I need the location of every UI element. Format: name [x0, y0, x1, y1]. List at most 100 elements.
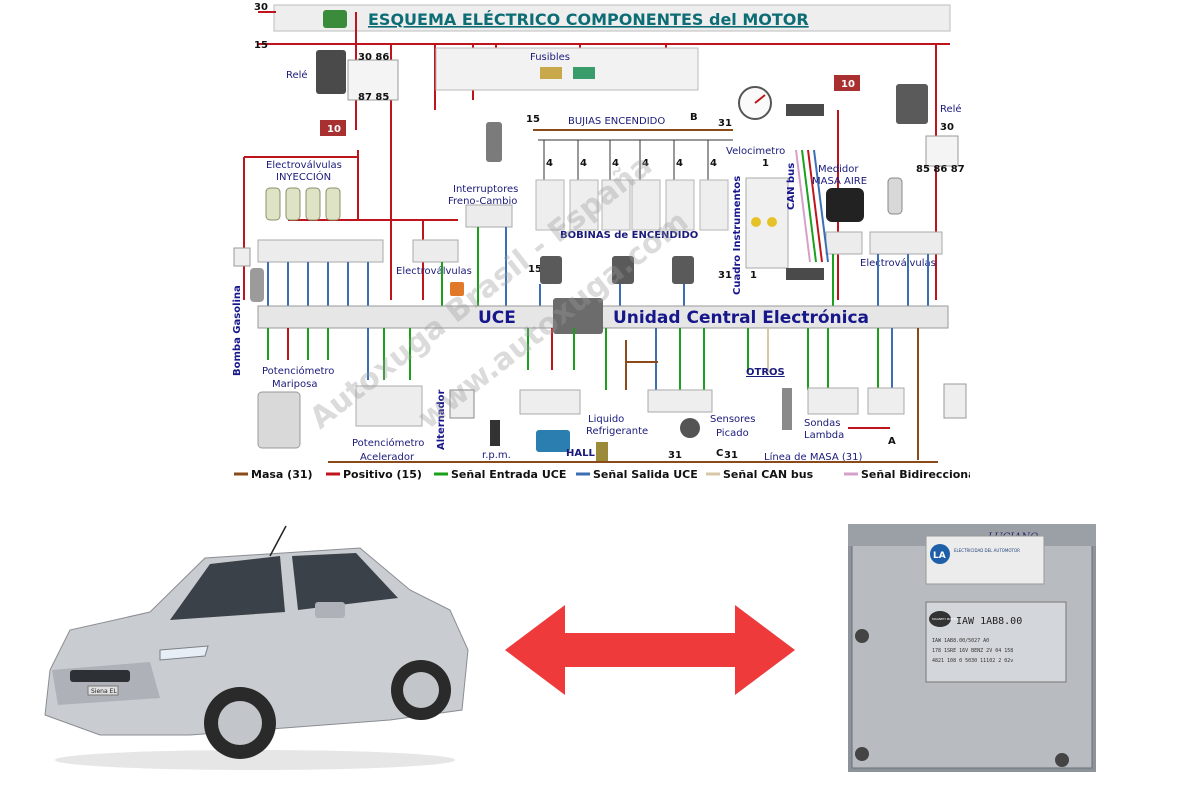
double-arrow-icon — [505, 605, 795, 695]
shop-logo-text: LA — [933, 551, 946, 561]
knock-label-1: Sensores — [710, 414, 755, 425]
canbus-connector-icon — [786, 268, 824, 280]
canister-valve-icon — [887, 177, 903, 215]
ecu-brand: MAGNETI MARELLI — [932, 617, 960, 621]
throttle-body-icon — [257, 391, 301, 449]
rpm-label: r.p.m. — [482, 450, 511, 461]
knock-sensor-icon — [680, 418, 700, 438]
num-4-3: 4 — [612, 158, 619, 169]
coolant-label-1: Liquido — [588, 414, 624, 425]
ground-line-label: Línea de MASA (31) — [764, 451, 862, 463]
num-a: A — [888, 436, 896, 447]
canbus-label: CAN bus — [786, 163, 797, 210]
diagram-title: ESQUEMA ELÉCTRICO COMPONENTES del MOTOR — [368, 10, 809, 29]
coolant-label-2: Refrigerante — [586, 426, 648, 437]
engine-wiring-diagram: ESQUEMA ELÉCTRICO COMPONENTES del MOTOR … — [228, 0, 970, 482]
num-c: C — [716, 448, 723, 459]
relay-right-pins: 85 86 87 — [916, 164, 965, 175]
maf-label-2: MASA AIRE — [812, 176, 867, 187]
fuse-icon — [540, 67, 562, 79]
others-label: OTROS — [746, 367, 785, 378]
fuel-pump-connector — [233, 247, 251, 267]
num-b: B — [690, 112, 698, 123]
mid-valves-label: Electroválvulas — [396, 265, 472, 277]
rail-15-label: 15 — [254, 40, 268, 51]
lambda-label-1: Sondas — [804, 418, 841, 429]
num-31-d: 31 — [724, 450, 738, 461]
legend-label: Positivo (15) — [343, 468, 422, 481]
rail-30-label: 30 — [254, 2, 268, 13]
hall-sensor-icon — [536, 430, 570, 452]
relay-right-pin30: 30 — [940, 122, 954, 133]
car-badge: Siena EL — [91, 688, 117, 695]
brake-switch-icon — [486, 122, 502, 162]
fuse-10-right-label: 10 — [841, 79, 855, 90]
spark-plugs-label: BUJIAS ENCENDIDO — [568, 116, 665, 127]
relay-right-label: Relé — [940, 103, 962, 115]
maf-sensor-icon — [826, 188, 864, 222]
right-valves-label: Electroválvulas — [860, 257, 936, 269]
relay-left-pins-top: 30 86 — [358, 52, 389, 63]
lambda-sensor-icon — [782, 388, 792, 430]
title-fuse-icon — [323, 10, 347, 28]
injector-icons — [265, 187, 341, 221]
num-31-c: 31 — [668, 450, 682, 461]
switches-label-2: Freno-Cambio — [448, 196, 517, 207]
injection-valves-label-2: INYECCIÓN — [276, 170, 331, 183]
num-4-4: 4 — [642, 158, 649, 169]
rpm-sensor-icon — [490, 420, 500, 446]
dashboard-label: Cuadro Instrumentos — [732, 176, 743, 295]
coil-boxes — [535, 179, 729, 231]
fuel-pump-label: Bomba Gasolina — [232, 285, 243, 376]
num-4-2: 4 — [580, 158, 587, 169]
legend-label: Masa (31) — [251, 468, 313, 481]
relay-left-icon — [316, 50, 346, 94]
relay-left-label: Relé — [286, 69, 308, 81]
throttle-pot-label-1: Potenciómetro — [262, 365, 334, 377]
shop-name: ELECTRICIDAD DEL AUTOMOTOR — [954, 548, 1020, 553]
diagram-legend: Masa (31) Positivo (15) Señal Entrada UCE S… — [234, 468, 970, 481]
uce-long-label: Unidad Central Electrónica — [613, 308, 869, 328]
fuse-10-left-label: 10 — [327, 124, 341, 135]
num-15-b: 15 — [528, 264, 542, 275]
connector-blocks — [257, 204, 943, 263]
fuse-10-right-icon — [834, 75, 860, 91]
num-4-1: 4 — [546, 158, 553, 169]
legend-label: Señal CAN bus — [723, 468, 814, 481]
accel-pot-label-1: Potenciómetro — [352, 437, 424, 449]
num-31-a: 31 — [718, 118, 732, 129]
uce-module-icon — [553, 298, 603, 334]
valve-icon — [450, 282, 464, 296]
alternator-label: Alternador — [436, 389, 447, 450]
fuses-label: Fusibles — [530, 52, 570, 63]
ecu-line-2: 178 1SRE 16V BENZ 2V 04 158 — [932, 648, 1013, 654]
uce-short-label: UCE — [478, 308, 516, 328]
legend-label: Señal Salida UCE — [593, 468, 698, 481]
fuel-pump-icon — [250, 268, 264, 302]
hall-label: HALL — [566, 448, 595, 459]
title-bar — [273, 4, 951, 32]
ecu-photo: LUCIANO 155023475 LA ELECTRICIDAD DEL AU… — [848, 524, 1096, 772]
num-15-a: 15 — [526, 114, 540, 125]
magneti-marelli-logo — [929, 611, 951, 627]
fuse-icon — [573, 67, 595, 79]
ignition-coils-label: BOBINAS de ENCENDIDO — [560, 230, 698, 241]
alternator-icon — [449, 389, 475, 419]
switches-label-1: Interruptores — [453, 184, 518, 195]
coolant-sensor-icon — [596, 442, 608, 462]
relay-right-icon — [896, 84, 928, 124]
num-4-5: 4 — [676, 158, 683, 169]
maf-label-1: Medidor — [818, 164, 859, 175]
relay-left-pins-bottom: 87 85 — [358, 92, 389, 103]
fuse-10-left-icon — [320, 120, 346, 136]
num-31-b: 31 — [718, 270, 732, 281]
knock-label-2: Picado — [716, 428, 749, 439]
canbus-connector-icon — [786, 104, 824, 116]
accel-pot-label-2: Acelerador — [360, 452, 415, 463]
car-photo: Siena EL — [44, 525, 469, 770]
speedometer-label: Velocimetro — [726, 146, 785, 157]
warning-light-icons — [751, 217, 777, 227]
legend-label: Señal Entrada UCE — [451, 468, 566, 481]
num-1-a: 1 — [762, 158, 769, 169]
legend-label: Señal Bidireccional — [861, 468, 970, 481]
